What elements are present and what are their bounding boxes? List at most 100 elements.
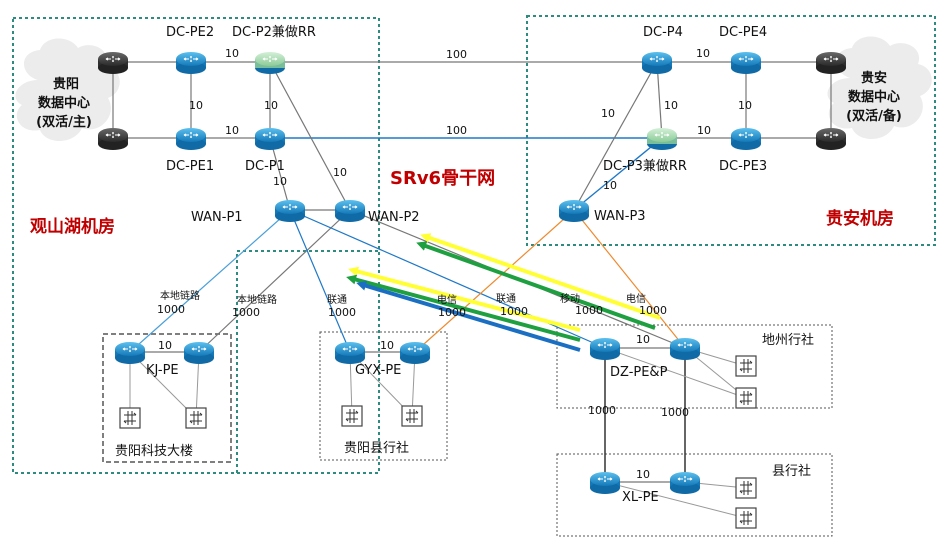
link-telecom-2: 电信	[626, 292, 646, 305]
label-dc-pe4: DC-PE4	[719, 25, 767, 40]
metric-dz-xl-2: 1000	[661, 406, 689, 419]
link-mobile-bw: 1000	[575, 304, 603, 317]
metric-pe1-p1: 10	[225, 124, 239, 137]
dc-p3-rr-router[interactable]	[647, 128, 677, 150]
label-dz-pe: DZ-PE&P	[610, 365, 668, 380]
label-xl-pe: XL-PE	[622, 490, 659, 505]
metric-dz: 10	[636, 333, 650, 346]
dz-group-box	[556, 324, 833, 409]
dz-pe-router-1[interactable]	[590, 338, 620, 360]
label-gyx-pe: GYX-PE	[355, 363, 401, 378]
kj-pe-router-2[interactable]	[184, 342, 214, 364]
label-wan-p3: WAN-P3	[594, 209, 646, 224]
dc-left-cloud	[15, 38, 120, 142]
link-telecom-1-bw: 1000	[438, 306, 466, 319]
xl-pe-router-2[interactable]	[670, 472, 700, 494]
link-unicom-gyx-bw: 1000	[328, 306, 356, 319]
label-dc-p2: DC-P2兼做RR	[232, 25, 316, 40]
label-wan-p1: WAN-P1	[191, 210, 243, 225]
link-mobile: 移动	[560, 292, 580, 305]
xl-pe-router-1[interactable]	[590, 472, 620, 494]
kj-pe-router-1[interactable]	[115, 342, 145, 364]
mobile-traffic-arrow	[416, 241, 656, 330]
dc-right-line-2: 数据中心	[848, 89, 900, 105]
label-dc-p1: DC-P1	[245, 159, 285, 174]
labels: SRv6骨干网 观山湖机房 贵安机房 贵阳 数据中心 (双活/主) 贵安 数据中…	[29, 25, 902, 505]
gyx-group-box	[319, 331, 448, 461]
guanshanhu-site-box	[12, 17, 380, 474]
xl-group-box	[556, 453, 833, 537]
dc-left-line-2: 数据中心	[38, 95, 90, 111]
dc-pe4-router[interactable]	[731, 52, 761, 74]
kj-switch-2[interactable]	[185, 407, 207, 429]
label-kj-pe: KJ-PE	[146, 363, 179, 378]
dz-switch-2[interactable]	[735, 387, 757, 409]
metric-pe2-p2: 10	[225, 47, 239, 60]
metric-pe2-pe1: 10	[189, 99, 203, 112]
label-group-kj: 贵阳科技大楼	[115, 444, 193, 459]
link-local-2-bw: 1000	[232, 306, 260, 319]
link-telecom-2-bw: 1000	[639, 304, 667, 317]
diagram-title: SRv6骨干网	[390, 168, 495, 189]
metric-p1-wan: 10	[273, 175, 287, 188]
link-unicom-gyx: 联通	[327, 294, 347, 306]
label-dc-pe3: DC-PE3	[719, 159, 767, 174]
wan-p2-router[interactable]	[335, 200, 365, 222]
label-dc-p3: DC-P3兼做RR	[603, 159, 687, 174]
xl-switch-2[interactable]	[735, 507, 757, 529]
metric-p3-pe3: 10	[697, 124, 711, 137]
dz-pe-router-2[interactable]	[670, 338, 700, 360]
dc-pe1-router[interactable]	[176, 128, 206, 150]
metric-p4-pe4: 10	[696, 47, 710, 60]
gyx-pe-router-1[interactable]	[335, 342, 365, 364]
dc-pe3-router[interactable]	[731, 128, 761, 150]
dc-left-line-3: (双活/主)	[36, 114, 92, 130]
metric-gyx: 10	[380, 339, 394, 352]
label-group-gyx: 贵阳县行社	[344, 440, 409, 456]
site-label-guian: 贵安机房	[826, 208, 894, 229]
metric-dz-xl-1: 1000	[588, 404, 616, 417]
metric-p3-wan3: 10	[603, 179, 617, 192]
link-telecom-1: 电信	[437, 293, 457, 306]
kj-group-box	[102, 333, 232, 463]
metric-p4-wan3: 10	[601, 107, 615, 120]
link-unicom-dz: 联通	[496, 293, 516, 305]
label-dc-pe2: DC-PE2	[166, 25, 214, 40]
wan-p1-router[interactable]	[275, 200, 305, 222]
wan-p3-router[interactable]	[559, 200, 589, 222]
dc-right-core-router-top[interactable]	[816, 52, 846, 74]
metric-p4-p3: 10	[664, 99, 678, 112]
dc-right-line-3: (双活/备)	[846, 108, 902, 124]
dc-left-core-router-top[interactable]	[98, 52, 128, 74]
dc-p2-rr-router[interactable]	[255, 52, 285, 74]
gyx-pe-router-2[interactable]	[400, 342, 430, 364]
dc-p4-router[interactable]	[642, 52, 672, 74]
xl-switch-1[interactable]	[735, 477, 757, 499]
gyx-switch-2[interactable]	[401, 405, 423, 427]
metric-bottom-cross: 100	[446, 124, 467, 137]
dz-switch-1[interactable]	[735, 355, 757, 377]
dc-left-core-router-bottom[interactable]	[98, 128, 128, 150]
dc-right-core-router-bottom[interactable]	[816, 128, 846, 150]
traffic-arrows	[346, 233, 661, 352]
kj-switch-1[interactable]	[119, 407, 141, 429]
links	[112, 61, 832, 519]
gyx-switch-1[interactable]	[341, 405, 363, 427]
telecom-traffic-arrow	[420, 233, 661, 320]
site-boundaries	[12, 15, 936, 537]
unicom-traffic-arrow-green	[346, 274, 581, 342]
metric-xl: 10	[636, 468, 650, 481]
link-local-1-bw: 1000	[157, 303, 185, 316]
dc-pe2-router[interactable]	[176, 52, 206, 74]
access-switches	[119, 355, 757, 529]
dc-p1-router[interactable]	[255, 128, 285, 150]
routers	[98, 52, 846, 494]
unicom-traffic-arrow-yellow	[348, 266, 581, 332]
link-local-1: 本地链路	[160, 289, 200, 302]
label-group-dz: 地州行社	[762, 332, 814, 348]
srv6-core-box	[236, 250, 379, 473]
label-dc-pe1: DC-PE1	[166, 159, 214, 174]
site-label-guanshanhu: 观山湖机房	[29, 216, 115, 237]
link-local-2: 本地链路	[237, 293, 277, 306]
